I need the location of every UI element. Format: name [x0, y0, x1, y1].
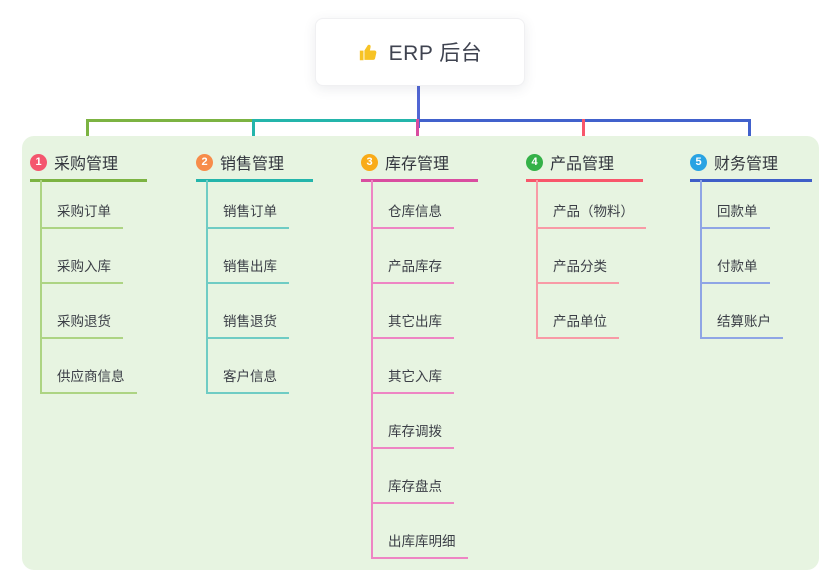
connector-children-branch5: [700, 180, 702, 339]
connector-drop-branch2: [252, 119, 255, 149]
branch-badge-4: 4: [526, 153, 543, 171]
node-caigou-dingdan[interactable]: 采购订单: [40, 174, 137, 229]
node-label: 销售订单: [206, 200, 289, 229]
node-label: 产品库存: [371, 255, 454, 284]
branch3-children: 仓库信息 产品库存 其它出库 其它入库 库存调拨 库存盘点 出库库明细: [371, 174, 468, 559]
node-chanpin-fenlei[interactable]: 产品分类: [536, 229, 646, 284]
node-caigou-tuihuo[interactable]: 采购退货: [40, 284, 137, 339]
connector-drop-branch3: [416, 119, 419, 149]
connector-drop-branch5: [748, 119, 751, 149]
node-qita-ruku[interactable]: 其它入库: [371, 339, 468, 394]
branch2-children: 销售订单 销售出库 销售退货 客户信息: [206, 174, 289, 394]
node-kehu-xinxi[interactable]: 客户信息: [206, 339, 289, 394]
node-label: 客户信息: [206, 365, 289, 394]
node-label: 供应商信息: [40, 365, 137, 394]
node-kucun-pandian[interactable]: 库存盘点: [371, 449, 468, 504]
root-title: ERP 后台: [388, 42, 483, 65]
node-chanpin-danwei[interactable]: 产品单位: [536, 284, 646, 339]
node-chanpin-kucun[interactable]: 产品库存: [371, 229, 468, 284]
node-huikuan-dan[interactable]: 回款单: [700, 174, 783, 229]
node-label: 出库库明细: [371, 530, 468, 559]
branch4-children: 产品（物料） 产品分类 产品单位: [536, 174, 646, 339]
branch-title-3: 库存管理: [385, 156, 450, 173]
node-label: 销售退货: [206, 310, 289, 339]
connector-children-branch4: [536, 180, 538, 339]
node-label: 回款单: [700, 200, 770, 229]
node-label: 仓库信息: [371, 200, 454, 229]
branch-title-2: 销售管理: [220, 156, 285, 173]
node-cangku-xinxi[interactable]: 仓库信息: [371, 174, 468, 229]
node-chuku-mingxi[interactable]: 出库库明细: [371, 504, 468, 559]
node-xiaoshou-tuihuo[interactable]: 销售退货: [206, 284, 289, 339]
branch1-children: 采购订单 采购入库 采购退货 供应商信息: [40, 174, 137, 394]
branch-header-kucun[interactable]: 3 库存管理: [361, 150, 478, 182]
connector-children-branch1: [40, 180, 42, 394]
node-label: 产品（物料）: [536, 200, 646, 229]
node-label: 其它入库: [371, 365, 454, 394]
connector-children-branch3: [371, 180, 373, 559]
node-xiaoshou-dingdan[interactable]: 销售订单: [206, 174, 289, 229]
branch-title-5: 财务管理: [714, 156, 779, 173]
connector-drop-branch4: [582, 119, 585, 149]
node-label: 采购订单: [40, 200, 123, 229]
connector-bus-blue: [419, 119, 751, 122]
node-label: 库存调拨: [371, 420, 454, 449]
connector-root-stem: [417, 84, 420, 128]
branch-header-xiaoshou[interactable]: 2 销售管理: [196, 150, 313, 182]
node-jiesuan-zhanghu[interactable]: 结算账户: [700, 284, 783, 339]
connector-bus-green: [86, 119, 254, 122]
node-label: 库存盘点: [371, 475, 454, 504]
connector-drop-branch1: [86, 119, 89, 149]
node-kucun-diaobo[interactable]: 库存调拨: [371, 394, 468, 449]
node-label: 付款单: [700, 255, 770, 284]
branch-title-4: 产品管理: [550, 156, 615, 173]
root-node[interactable]: ERP 后台: [315, 18, 525, 86]
node-label: 结算账户: [700, 310, 783, 339]
branch-header-caigou[interactable]: 1 采购管理: [30, 150, 147, 182]
branch5-children: 回款单 付款单 结算账户: [700, 174, 783, 339]
node-chanpin-wuliao[interactable]: 产品（物料）: [536, 174, 646, 229]
node-xiaoshou-chuku[interactable]: 销售出库: [206, 229, 289, 284]
node-gongyingshang-xinxi[interactable]: 供应商信息: [40, 339, 137, 394]
node-caigou-ruku[interactable]: 采购入库: [40, 229, 137, 284]
branch-title-1: 采购管理: [54, 156, 119, 173]
branch-badge-3: 3: [361, 153, 378, 171]
thumbs-up-icon: [358, 41, 380, 63]
branch-header-chanpin[interactable]: 4 产品管理: [526, 150, 643, 182]
node-label: 其它出库: [371, 310, 454, 339]
node-label: 销售出库: [206, 255, 289, 284]
connector-children-branch2: [206, 180, 208, 394]
node-fukuan-dan[interactable]: 付款单: [700, 229, 783, 284]
node-qita-chuku[interactable]: 其它出库: [371, 284, 468, 339]
branches-panel: [22, 136, 819, 570]
branch-badge-5: 5: [690, 153, 707, 171]
node-label: 采购入库: [40, 255, 123, 284]
branch-header-caiwu[interactable]: 5 财务管理: [690, 150, 812, 182]
node-label: 产品分类: [536, 255, 619, 284]
connector-bus-teal: [254, 119, 419, 122]
node-label: 采购退货: [40, 310, 123, 339]
node-label: 产品单位: [536, 310, 619, 339]
branch-badge-1: 1: [30, 153, 47, 171]
branch-badge-2: 2: [196, 153, 213, 171]
